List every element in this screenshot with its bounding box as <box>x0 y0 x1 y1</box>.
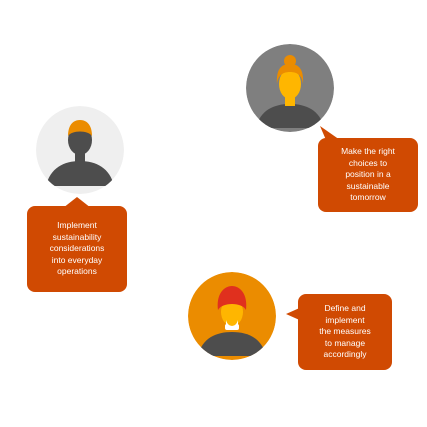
bubble-text-2: Make the right choices to position in a … <box>318 138 418 212</box>
speech-bubble-2: Make the right choices to position in a … <box>318 126 418 212</box>
bubble-text-3: Define and implement the measures to man… <box>298 294 392 370</box>
turban-man-avatar-icon <box>188 272 276 360</box>
speech-bubble-3: Define and implement the measures to man… <box>286 294 392 370</box>
bubble-text-1: Implement sustainability considerations … <box>27 206 127 292</box>
speech-bubble-1: Implement sustainability considerations … <box>27 196 127 292</box>
man-avatar-icon <box>36 106 124 194</box>
woman-avatar-icon <box>246 44 334 132</box>
bubble-tail <box>320 126 340 140</box>
bubble-tail <box>63 197 91 208</box>
